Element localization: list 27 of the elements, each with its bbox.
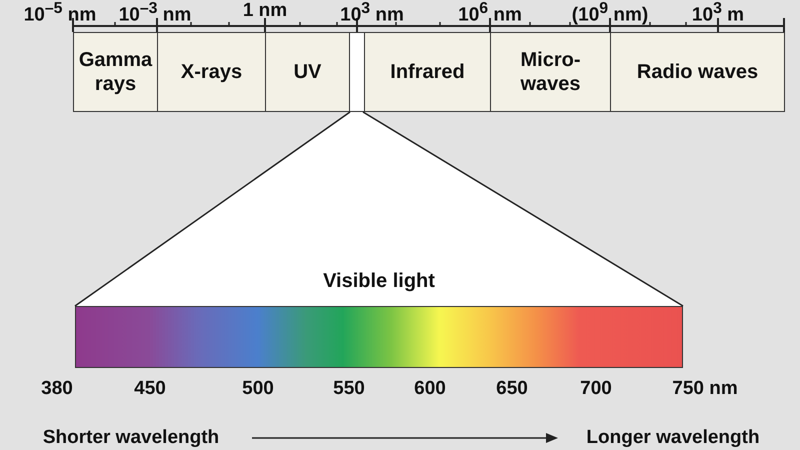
band-box: Gamma rays <box>73 32 158 112</box>
tick-label: 10$^{3}$ m <box>692 0 744 26</box>
band-box: Radio waves <box>610 32 785 112</box>
heading: Visible light <box>323 270 435 293</box>
scale-value: 450 <box>134 378 166 400</box>
band-box: UV <box>265 32 350 112</box>
tick-label: 10$^{6}$ nm <box>458 0 522 26</box>
slit-box <box>349 32 365 112</box>
scale-value: 380 <box>41 378 73 400</box>
tick-label: (10$^{9}$ nm) <box>572 0 648 26</box>
scale-value: 700 <box>580 378 612 400</box>
band-box: Micro-waves <box>490 32 611 112</box>
scale-value: 550 <box>333 378 365 400</box>
tick-label: 10$^{–5}$ nm <box>24 0 96 26</box>
scale-value: 600 <box>414 378 446 400</box>
scale-value: 650 <box>496 378 528 400</box>
band-box: Infrared <box>364 32 491 112</box>
band-box: X-rays <box>157 32 266 112</box>
zoom-line <box>362 111 684 307</box>
tick-label: 10$^{3}$ nm <box>340 0 404 26</box>
scale-value: 750 nm <box>672 378 738 400</box>
axis-caption: Shorter wavelength <box>42 427 220 449</box>
tick-label: 1 nm <box>242 0 288 22</box>
zoom-line <box>74 111 350 307</box>
tick-label: 10$^{–3}$ nm <box>118 0 192 26</box>
scale-value: 500 <box>242 378 274 400</box>
axis-caption: Longer wavelength <box>586 427 760 449</box>
